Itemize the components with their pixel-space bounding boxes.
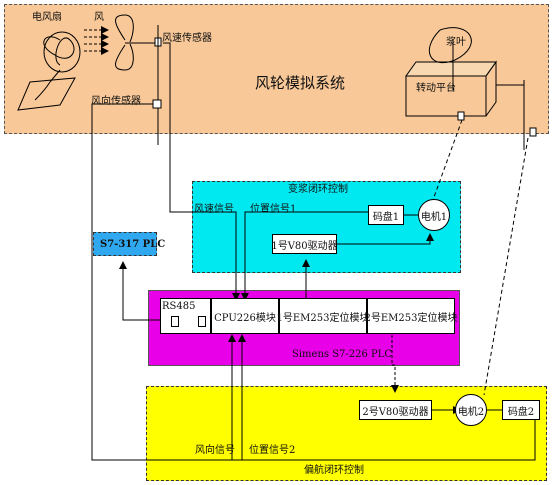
pitch-control-title: 变浆闭环控制 — [288, 184, 348, 195]
blade-label: 浆叶 — [446, 37, 466, 48]
position-signal-2-label: 位置信号2 — [249, 445, 296, 456]
position-signal-1-label: 位置信号1 — [250, 204, 297, 215]
wind-direction-sensor-label: 风向传感器 — [91, 96, 141, 107]
wind-label: 风 — [94, 12, 104, 23]
rs485-label: RS485 — [162, 301, 196, 312]
wind-direction-signal-label: 风向信号 — [195, 445, 235, 456]
pitch-control-region — [192, 181, 461, 273]
sensor-pole-icon — [152, 25, 162, 145]
driver-1-box: 1号V80驱动器 — [271, 234, 338, 254]
wind-system-title: 风轮模拟系统 — [255, 74, 346, 92]
encoder-2-box: 码盘2 — [502, 400, 540, 420]
wind-arrows-icon — [84, 26, 109, 55]
motor-1-circle: 电机1 — [418, 199, 450, 231]
s7-317-plc-label: S7-317 PLC — [100, 239, 166, 250]
wind-speed-signal-label: 风速信号 — [194, 204, 234, 215]
s7-317-plc-box — [93, 232, 157, 256]
electric-fan-icon — [17, 31, 81, 111]
em253-module-1: 1号EM253定位模块 — [277, 298, 370, 334]
rotating-platform-label: 转动平台 — [416, 83, 456, 94]
driver-2-box: 2号V80驱动器 — [359, 400, 432, 420]
motor-2-circle: 电机2 — [455, 394, 487, 426]
plc-title: Simens S7-226 PLC — [292, 349, 393, 360]
cpu226-module: CPU226模块 — [211, 298, 279, 334]
rs485-port-icon — [171, 316, 179, 327]
anemometer-icon — [115, 14, 158, 71]
em253-module-2: 2号EM253定位模块 — [365, 298, 458, 334]
fan-label: 电风扇 — [32, 12, 62, 23]
rs485-port-icon-2 — [198, 316, 206, 327]
yaw-control-title: 偏航闭环控制 — [304, 465, 364, 476]
wind-speed-sensor-label: 风速传感器 — [162, 33, 212, 44]
rotating-platform-icon — [405, 27, 537, 150]
encoder-1-box: 码盘1 — [368, 205, 404, 225]
